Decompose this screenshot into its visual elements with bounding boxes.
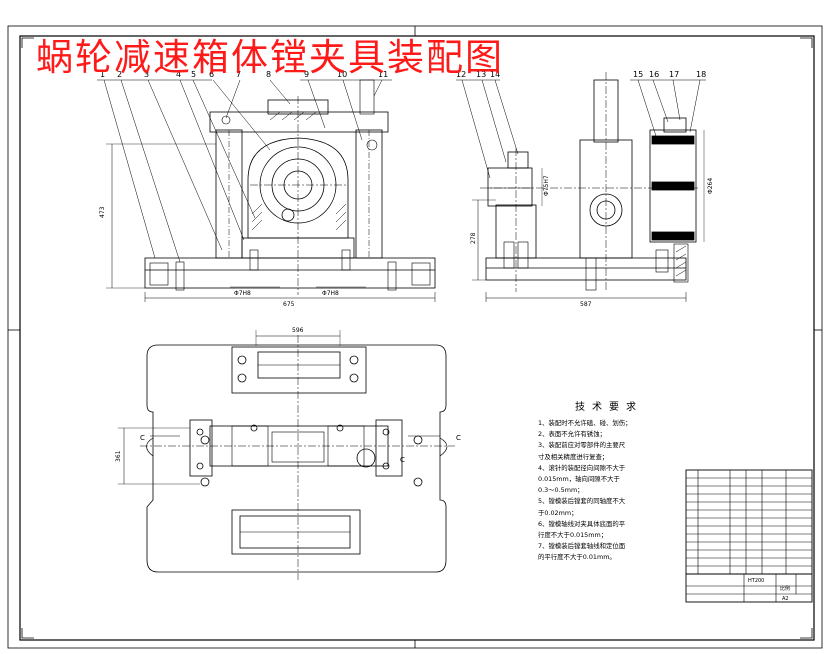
- callout-7: 7: [236, 70, 241, 79]
- requirement-line: 行度不大于0.015mm；: [538, 531, 608, 540]
- sheet-border: [7, 25, 823, 649]
- callout-11: 11: [378, 70, 388, 79]
- side-view: [456, 72, 706, 302]
- callout-8: 8: [266, 70, 271, 79]
- scale-label: 比例: [780, 585, 790, 592]
- requirement-line: 的平行度不大于0.01mm。: [538, 553, 616, 562]
- material-label: HT200: [748, 578, 764, 584]
- callout-16: 16: [649, 70, 659, 79]
- side-height-dim: 278: [470, 232, 477, 244]
- top-left-dim: 361: [115, 450, 122, 462]
- requirement-line: 0.3～0.5mm；: [538, 486, 584, 495]
- front-fit-left: Φ7H8: [234, 290, 251, 297]
- drawing-title: 蜗轮减速箱体镗夹具装配图: [36, 36, 504, 79]
- title-block: [685, 469, 813, 603]
- front-width-dim: 675: [283, 301, 295, 308]
- callout-1: 1: [100, 70, 105, 79]
- sheet-size-label: A2: [782, 596, 789, 602]
- section-mark-mid: C: [400, 456, 405, 464]
- tech-requirements-title: 技术要求: [575, 402, 643, 413]
- section-mark-right: C: [456, 434, 461, 442]
- callout-15: 15: [633, 70, 643, 79]
- requirement-line: 5、镗模装后镗套的同轴度不大: [538, 497, 626, 506]
- front-height-dim: 473: [99, 206, 106, 218]
- callout-18: 18: [696, 70, 706, 79]
- side-width-dim: 587: [580, 301, 592, 308]
- side-bore-dim: Φ75H7: [543, 175, 550, 196]
- requirement-line: 于0.02mm；: [538, 508, 578, 517]
- top-view-labels: 596 361 C C C: [115, 327, 461, 464]
- requirement-line: 寸及相关精度进行复查；: [538, 452, 609, 461]
- side-right-dia: Φ264: [707, 178, 714, 194]
- top-width-dim: 596: [292, 327, 304, 334]
- callout-2: 2: [117, 70, 122, 79]
- section-mark-left: C: [140, 434, 145, 442]
- front-view: [97, 79, 436, 302]
- front-callouts: 1 2 3 4 5 6 7 8 9 10 11: [100, 70, 388, 79]
- requirement-line: 3、装配前应对零部件的主要尺: [538, 441, 626, 450]
- callout-17: 17: [669, 70, 679, 79]
- tech-requirements-list: 1、装配时不允许磕、碰、划伤； 2、表面不允许有锈蚀； 3、装配前应对零部件的主…: [538, 418, 662, 564]
- side-dimensions: 587 278 Φ75H7 Φ264: [470, 175, 714, 308]
- callout-14: 14: [490, 70, 500, 79]
- callout-4: 4: [176, 70, 181, 79]
- requirement-line: 2、表面不允许有锈蚀；: [538, 430, 606, 439]
- callout-3: 3: [144, 70, 149, 79]
- callout-9: 9: [304, 70, 309, 79]
- front-fit-right: Φ7H8: [322, 290, 339, 297]
- requirement-line: 0.015mm，轴向间隙不大于: [538, 475, 620, 484]
- requirement-line: 7、镗模装后镗套轴线和定位面: [538, 542, 626, 551]
- callout-12: 12: [456, 70, 466, 79]
- callout-10: 10: [337, 70, 347, 79]
- callout-13: 13: [476, 70, 486, 79]
- requirement-line: 1、装配时不允许磕、碰、划伤；: [538, 419, 632, 427]
- side-callouts: 12 13 14 15 16 17 18: [456, 70, 706, 79]
- top-view: [118, 330, 455, 580]
- requirement-line: 4、滚针的装配径向间隙不大于: [538, 463, 626, 472]
- callout-6: 6: [209, 70, 214, 79]
- front-dimensions: 675 473 Φ7H8 Φ7H8: [99, 206, 339, 308]
- callout-5: 5: [191, 70, 196, 79]
- title-block-text: HT200 比例 A2: [748, 578, 790, 602]
- requirement-line: 6、镗模轴线对夹具体底面的平: [538, 519, 626, 528]
